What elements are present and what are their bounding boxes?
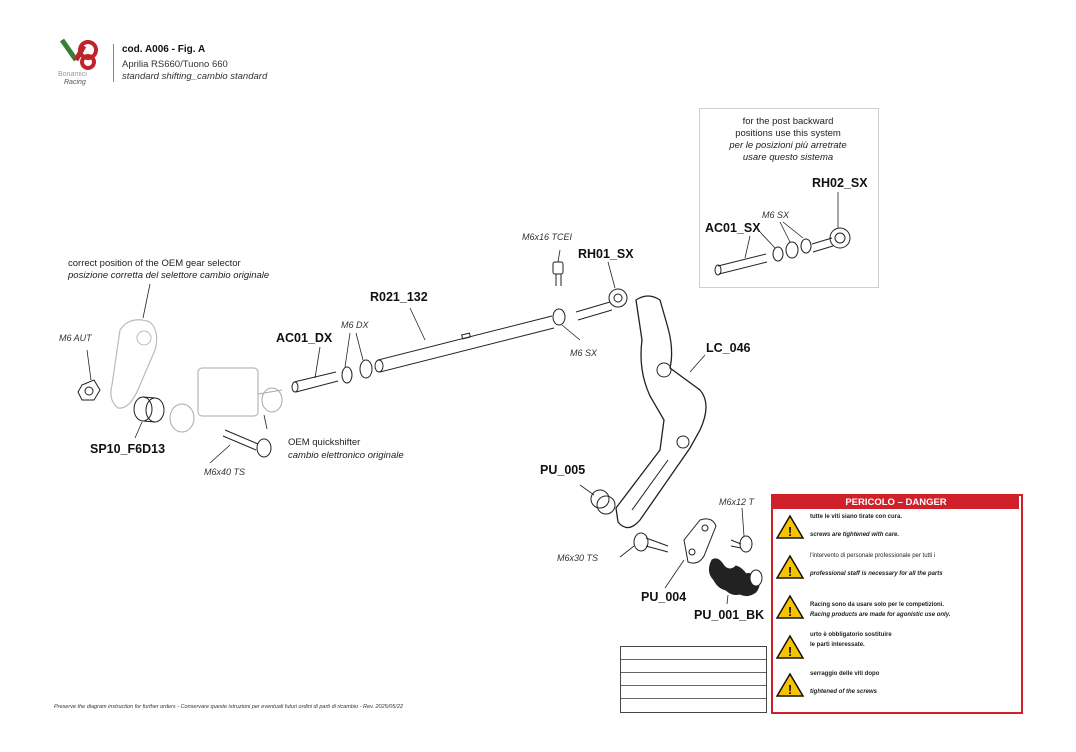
label-pu005: PU_005 xyxy=(540,463,586,477)
sp10-spacer xyxy=(133,396,165,423)
header-divider xyxy=(113,44,114,82)
danger-w4a: urto è obbligatorio sostituire xyxy=(810,632,892,638)
inset-line-2: positions use this system xyxy=(735,128,841,139)
figure-description: standard shifting_cambio standard xyxy=(122,71,268,82)
label-m6-dx: M6 DX xyxy=(341,320,369,330)
warning-icons: ! ! ! ! ! xyxy=(776,514,805,697)
danger-w5a: serraggio delle viti dopo xyxy=(810,671,880,677)
danger-w2a: l'intervento di personale professionale … xyxy=(810,553,936,559)
svg-text:!: ! xyxy=(788,564,792,579)
oem-selector-note-it: posizione corretta del selettore cambio … xyxy=(68,270,270,281)
warning-icon xyxy=(776,594,805,619)
label-m6-sx: M6 SX xyxy=(570,348,598,358)
inset-line-3: per le posizioni più arretrate xyxy=(729,140,847,151)
m6x16-bolt xyxy=(552,261,564,286)
label-sp10: SP10_F6D13 xyxy=(90,442,166,456)
danger-w3b: Racing products are made for agonistic u… xyxy=(810,612,951,618)
label-m6x16: M6x16 TCEI xyxy=(522,232,573,242)
danger-title: PERICOLO – DANGER xyxy=(773,496,1019,509)
warning-icon xyxy=(776,514,805,539)
table-row xyxy=(621,660,766,673)
warning-icon xyxy=(776,554,805,579)
label-ac01-dx: AC01_DX xyxy=(276,331,333,345)
danger-panel xyxy=(771,494,1023,714)
label-m6x40: M6x40 TS xyxy=(204,467,246,477)
m6x30-bolt xyxy=(633,532,669,553)
label-m6x12: M6x12 T xyxy=(719,497,755,507)
leader-lines xyxy=(86,192,839,605)
danger-w4b: le parti interessate. xyxy=(810,642,865,648)
inset-line-4: usare questo sistema xyxy=(742,152,834,163)
figure-code: cod. A006 - Fig. A xyxy=(122,44,206,55)
bonamici-logo-icon: Bonamici Racing xyxy=(58,38,98,86)
label-inset-m6-sx: M6 SX xyxy=(762,210,790,220)
svg-text:!: ! xyxy=(788,644,792,659)
danger-w2b: professional staff is necessary for all … xyxy=(810,571,943,577)
danger-w1a: tutte le viti siano tirate con cura. xyxy=(810,514,903,520)
table-row xyxy=(621,686,766,699)
inset-panel xyxy=(699,108,879,288)
label-pu001: PU_001_BK xyxy=(694,608,765,622)
table-row xyxy=(621,673,766,686)
ac01-dx-axle xyxy=(291,371,339,393)
logo: Bonamici Racing xyxy=(52,36,108,86)
svg-text:!: ! xyxy=(788,604,792,619)
model-name: Aprilia RS660/Tuono 660 xyxy=(122,59,228,70)
label-m6x30: M6x30 TS xyxy=(557,553,599,563)
label-m6-aut: M6 AUT xyxy=(59,333,92,343)
danger-w5b: tightened of the screws xyxy=(810,689,878,695)
label-rh02: RH02_SX xyxy=(812,176,868,190)
label-ac01-sx: AC01_SX xyxy=(705,221,761,235)
quickshifter-note-en: OEM quickshifter xyxy=(288,437,361,448)
oem-selector-note-en: correct position of the OEM gear selecto… xyxy=(68,258,241,269)
inset-line-1: for the post backward xyxy=(742,116,834,127)
r021-rod xyxy=(374,315,555,373)
svg-text:Bonamici: Bonamici xyxy=(58,71,87,78)
footer-note: Preserve the diagram instruction for fur… xyxy=(54,704,404,710)
svg-text:!: ! xyxy=(788,682,792,697)
pu004-plate xyxy=(683,518,717,564)
warning-icon xyxy=(776,634,805,659)
m6-aut-nut xyxy=(77,379,101,401)
label-pu004: PU_004 xyxy=(641,590,687,604)
rh01-rod-end xyxy=(575,288,628,321)
label-lc046: LC_046 xyxy=(706,341,751,355)
danger-w3a: Racing sono da usare solo per le competi… xyxy=(810,602,945,608)
pu001-peg xyxy=(708,558,763,597)
pu005-spacer xyxy=(590,489,616,515)
lc046-lever xyxy=(615,295,707,529)
m6x40-bolt xyxy=(222,429,272,458)
label-r021: R021_132 xyxy=(370,290,428,304)
inset-instructions: for the post backward positions use this… xyxy=(699,116,877,164)
quickshifter-note-it: cambio elettronico originale xyxy=(288,450,404,461)
warning-icon xyxy=(776,672,805,697)
oem-selector-ghost xyxy=(110,319,158,409)
svg-text:Racing: Racing xyxy=(64,79,86,86)
label-rh01: RH01_SX xyxy=(578,247,634,261)
m6x12-bolt xyxy=(730,535,753,553)
svg-text:!: ! xyxy=(788,524,792,539)
torque-table xyxy=(620,646,767,713)
table-row xyxy=(621,647,766,660)
oem-quickshifter-ghost xyxy=(169,367,283,433)
m6-dx-nuts xyxy=(341,359,373,384)
danger-w1b: screws are tightened with care. xyxy=(810,532,900,538)
inset-parts xyxy=(714,227,851,276)
